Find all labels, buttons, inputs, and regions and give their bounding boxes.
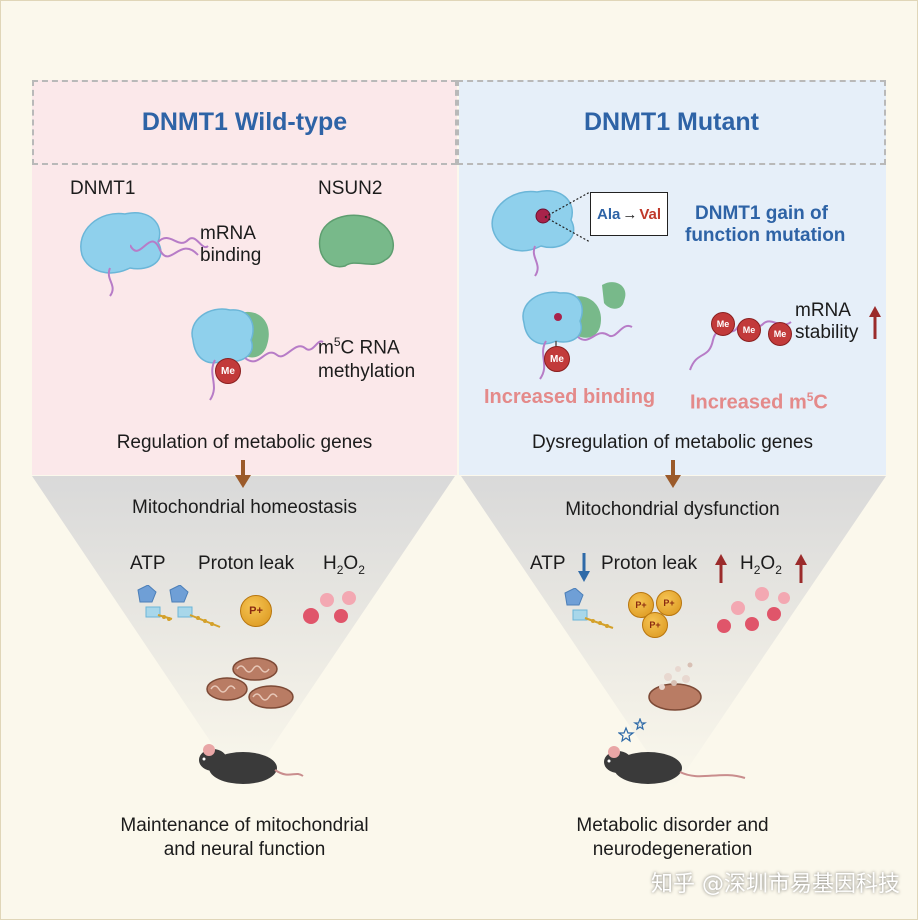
left-funnel	[32, 476, 455, 790]
m5c-methylation-text: m5C RNA methylation	[318, 335, 416, 383]
watermark: 知乎 @深圳市易基因科技	[651, 872, 900, 897]
h2o2-label-right: H2O2	[740, 553, 782, 577]
dnmt1-nsun2-complex-icon	[191, 308, 324, 401]
ros-particles-icon-left	[303, 591, 356, 624]
right-funnel	[461, 476, 886, 790]
me-badge-rna-1: Me	[711, 312, 735, 336]
mutant-dnmt1-protein-icon	[491, 190, 575, 277]
nsun2-protein-icon	[318, 214, 395, 268]
mutant-complex-icon	[522, 282, 633, 380]
mito-homeostasis-text: Mitochondrial homeostasis	[132, 497, 357, 518]
left-panel-title: DNMT1 Wild-type	[32, 80, 457, 165]
left-down-arrow-icon	[235, 460, 251, 488]
ala-val-mutation-box: Ala → Val	[590, 192, 668, 236]
stability-up-arrow-icon	[869, 306, 881, 339]
mutation-callout-lines	[544, 191, 591, 243]
atp-molecule-icon	[137, 585, 221, 628]
right-outcome-text: Metabolic disorder and neurodegeneration	[576, 815, 769, 860]
proton-icon-right-3: P+	[642, 612, 668, 638]
right-panel-title: DNMT1 Mutant	[457, 80, 886, 165]
proton-icon-left: P+	[240, 595, 272, 627]
nsun2-label: NSUN2	[318, 178, 383, 199]
h2o2-up-arrow-icon	[795, 554, 807, 583]
atp-label-right: ATP	[530, 553, 566, 574]
proton-icon-right-2: P+	[656, 590, 682, 616]
stars-icon	[618, 718, 647, 743]
me-badge-right-complex: Me	[544, 346, 570, 372]
increased-m5c-text: Increased m5C	[690, 390, 828, 414]
mrna-binding-text: mRNA binding	[200, 223, 262, 266]
regulation-text: Regulation of metabolic genes	[116, 432, 373, 453]
proton-up-arrow-icon	[715, 554, 727, 583]
dnmt1-protein-icon	[80, 212, 209, 297]
mito-dysfunction-text: Mitochondrial dysfunction	[565, 499, 780, 520]
left-outcome-text: Maintenance of mitochondrial and neural …	[120, 815, 369, 860]
mrna-stability-text: mRNA stability	[795, 300, 859, 343]
atp-molecule-icon-right	[564, 588, 614, 629]
proton-leak-label-left: Proton leak	[198, 553, 295, 574]
increased-binding-text: Increased binding	[484, 386, 656, 408]
rna-strand-icon	[130, 240, 199, 258]
left-panel-background	[32, 80, 457, 475]
me-badge-rna-2: Me	[737, 318, 761, 342]
sick-mouse-icon	[604, 746, 746, 784]
atp-down-arrow-icon	[578, 553, 590, 582]
damaged-mitochondria-icon	[648, 662, 702, 711]
right-down-arrow-icon	[665, 460, 681, 488]
healthy-mitochondria-icon	[206, 657, 294, 709]
healthy-mouse-icon	[199, 744, 304, 784]
h2o2-label-left: H2O2	[323, 553, 365, 577]
right-panel-background	[459, 80, 886, 475]
atp-label-left: ATP	[130, 553, 166, 574]
proton-leak-label-right: Proton leak	[601, 553, 698, 574]
dnmt1-label: DNMT1	[70, 178, 136, 199]
ros-particles-icon-right	[717, 587, 790, 633]
me-badge-left: Me	[215, 358, 241, 384]
dysregulation-text: Dysregulation of metabolic genes	[532, 432, 813, 453]
me-badge-rna-3: Me	[768, 322, 792, 346]
mutation-label: DNMT1 gain of function mutation	[685, 203, 846, 246]
